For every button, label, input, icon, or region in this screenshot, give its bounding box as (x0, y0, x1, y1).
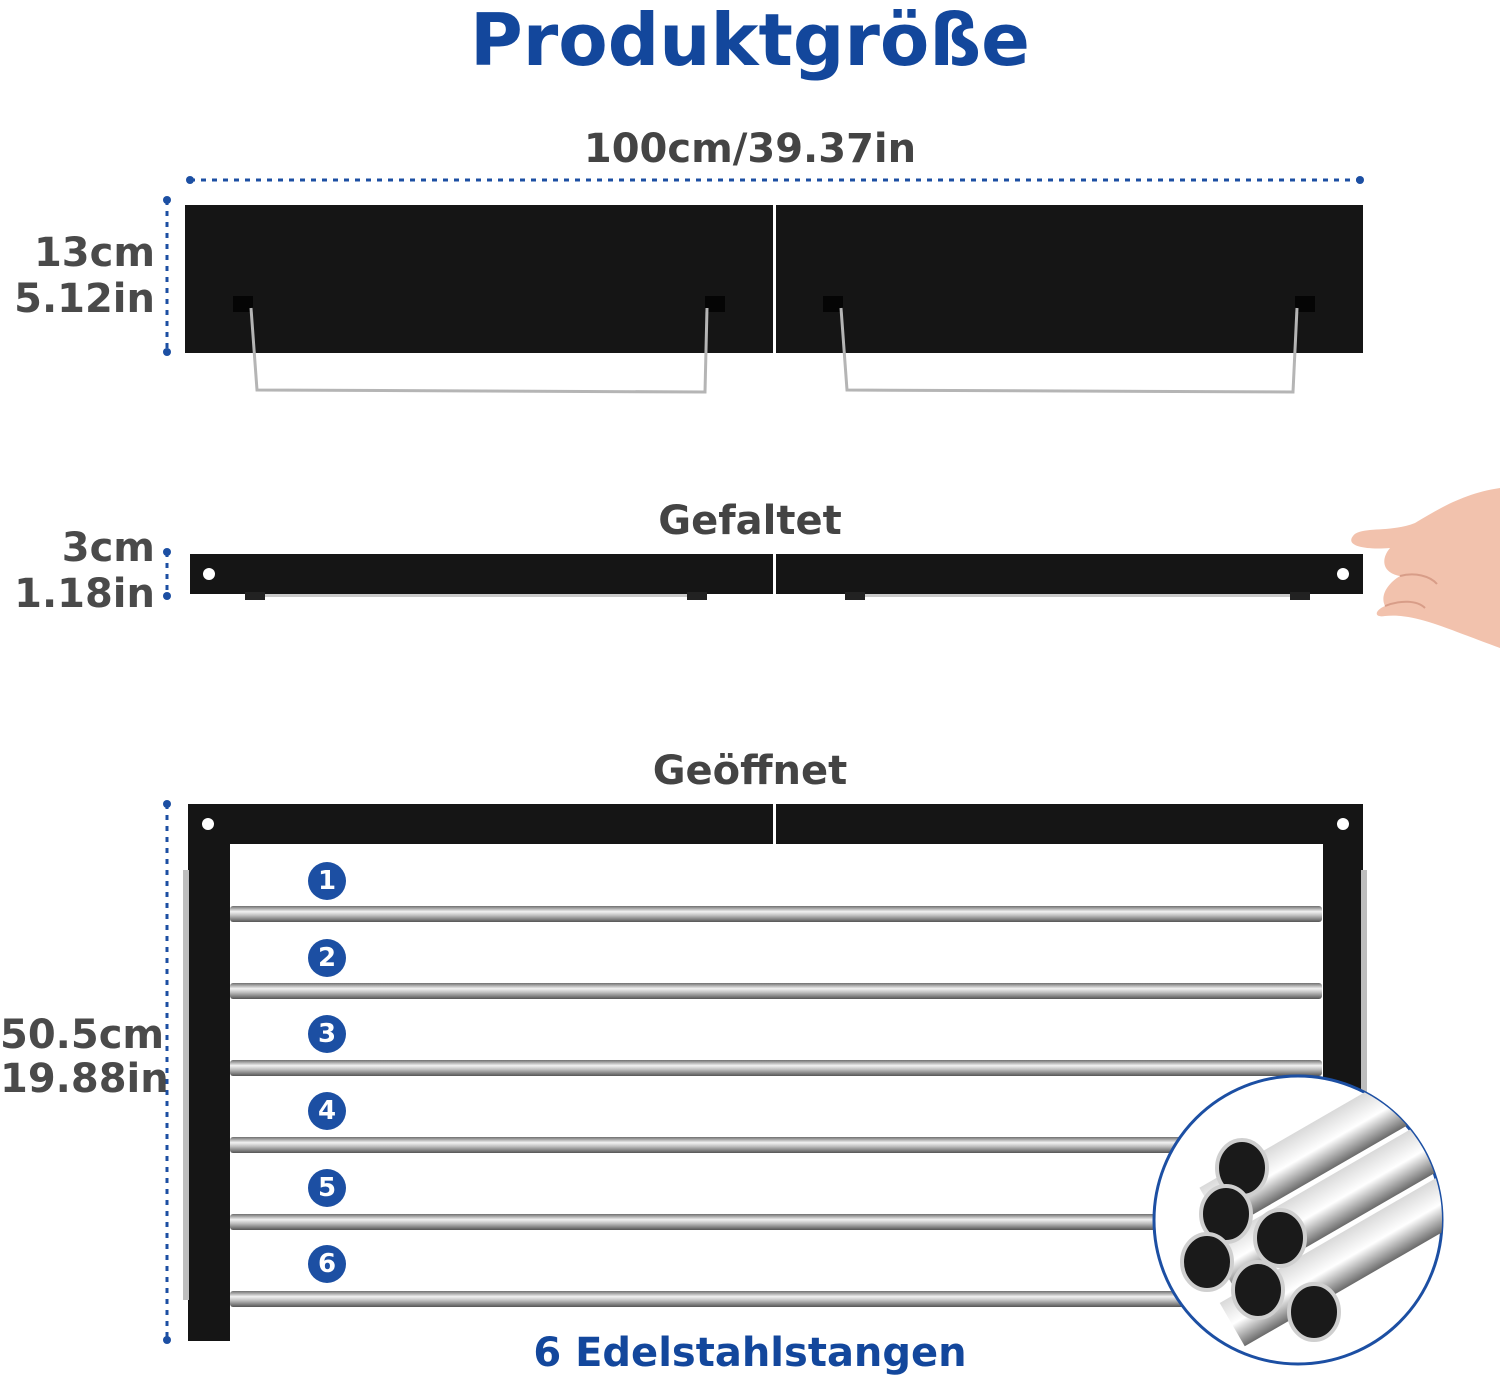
height-cm-label: 13cm (33, 230, 155, 276)
steel-tubes-zoom-image (1152, 1074, 1444, 1366)
shelf-opened-view (183, 804, 1367, 1341)
height-in-label: 5.12in (14, 276, 155, 322)
rod-6 (230, 1291, 1322, 1307)
rod-number-badge: 5 (308, 1169, 346, 1207)
width-label: 100cm/39.37in (583, 126, 917, 172)
opened-label: Geöffnet (652, 748, 848, 794)
rod-number-badge: 4 (308, 1092, 346, 1130)
rod-number-badge: 1 (308, 862, 346, 900)
opened-cm-label: 50.5cm (0, 1012, 165, 1058)
rod-5 (230, 1214, 1322, 1230)
rod-4 (230, 1137, 1322, 1153)
rod-2 (230, 983, 1322, 999)
folded-label: Gefaltet (658, 498, 842, 544)
shelf-folded-view (190, 554, 1363, 600)
shelf-top-view (185, 205, 1363, 394)
folded-in-label: 1.18in (14, 571, 155, 617)
page-title: Produktgröße (470, 0, 1030, 82)
rod-1 (230, 906, 1322, 922)
rod-3 (230, 1060, 1322, 1076)
rod-number-badge: 6 (308, 1245, 346, 1283)
footer-caption: 6 Edelstahlstangen (533, 1330, 967, 1376)
rod-number-badge: 2 (308, 939, 346, 977)
folded-cm-label: 3cm (61, 525, 155, 571)
rod-number-badge: 3 (308, 1015, 346, 1053)
opened-in-label: 19.88in (0, 1056, 169, 1102)
pointer-hand-image (1351, 488, 1500, 648)
